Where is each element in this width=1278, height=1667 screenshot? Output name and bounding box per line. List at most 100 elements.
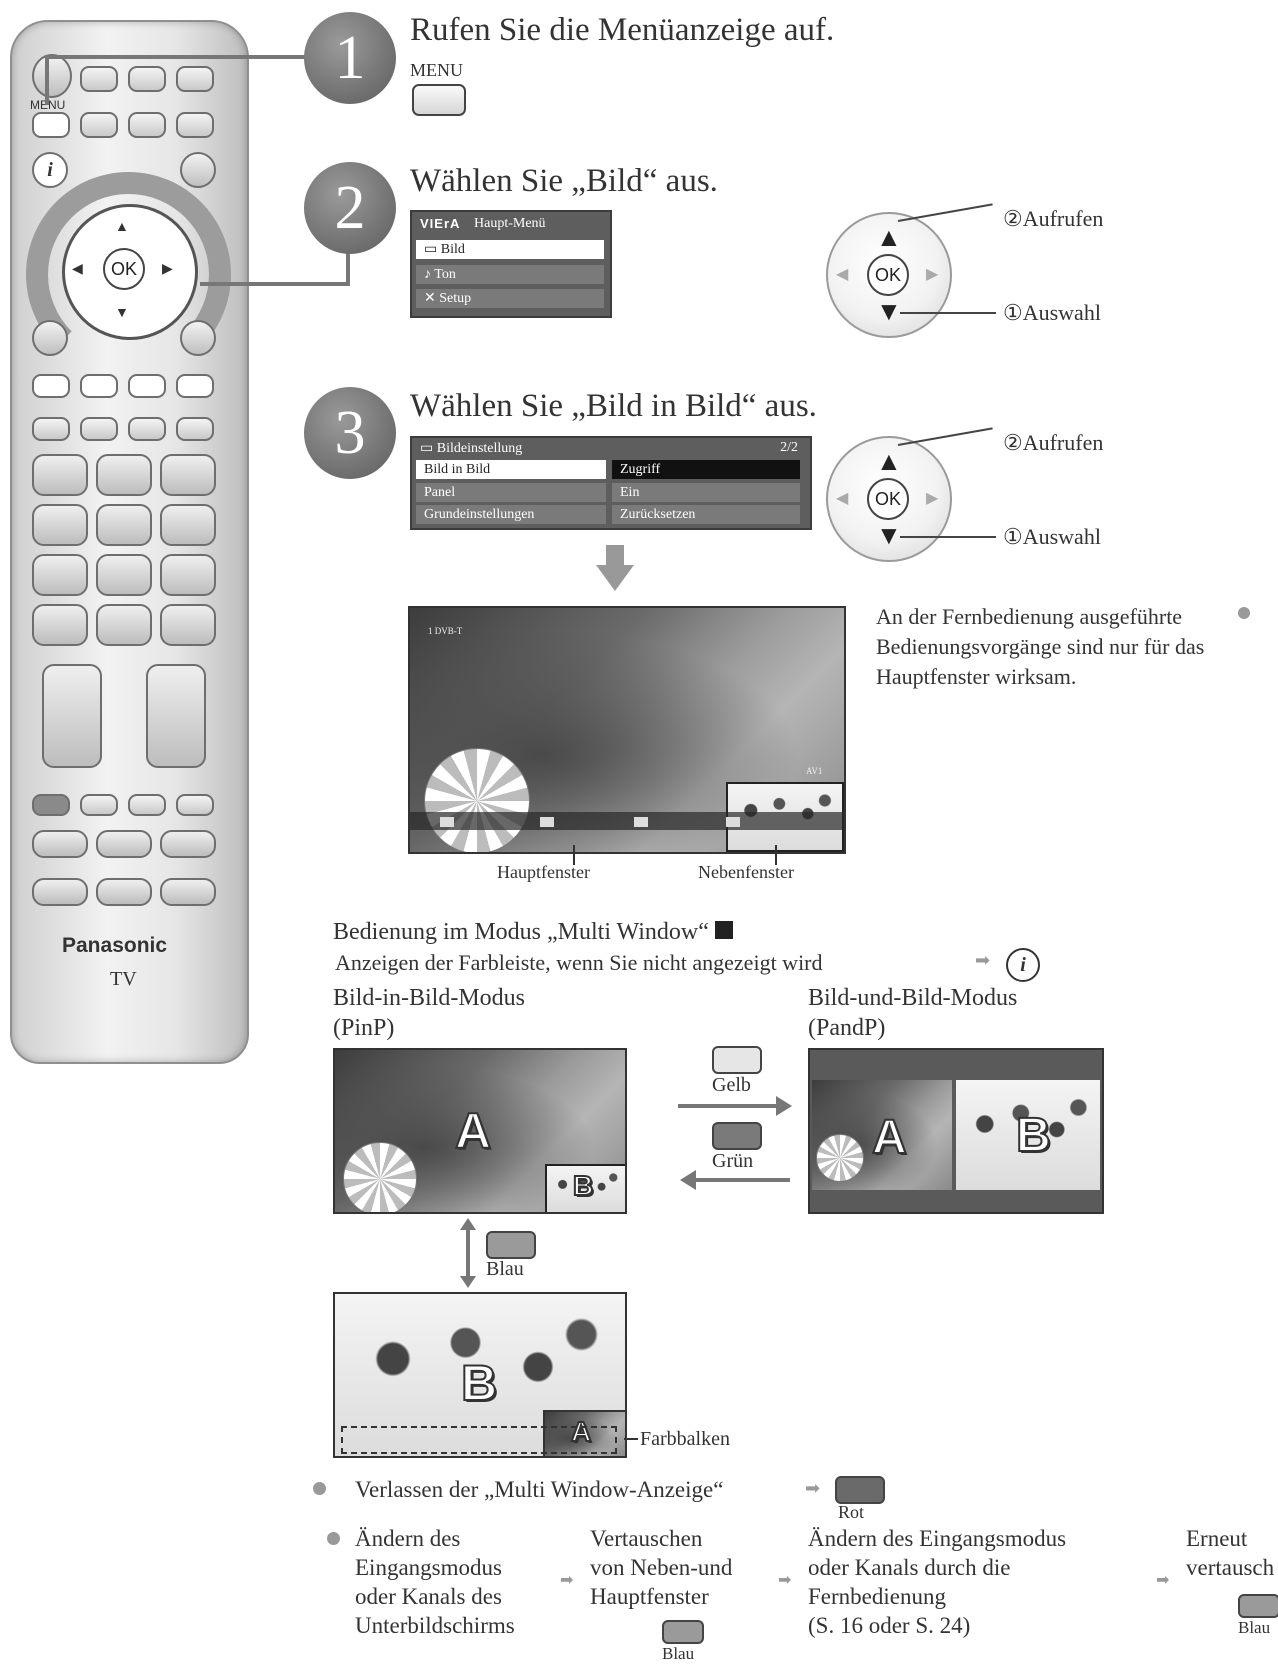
blue-chip (726, 817, 740, 827)
up-arrow-icon[interactable]: ▲ (115, 218, 129, 234)
channel-rocker[interactable] (146, 664, 206, 768)
num-key[interactable] (160, 504, 216, 546)
blue-button-icon (1238, 1594, 1278, 1618)
remote-button[interactable] (128, 794, 166, 816)
num-key[interactable] (96, 604, 152, 646)
up-arrow-icon[interactable]: ▲ (876, 446, 902, 476)
remote-button[interactable] (128, 417, 166, 441)
row-label[interactable]: Bild in Bild (416, 460, 606, 479)
num-key[interactable] (160, 554, 216, 596)
umbrella-image (816, 1134, 864, 1182)
remote-button[interactable] (80, 417, 118, 441)
num-key[interactable] (32, 454, 88, 496)
green-chip (540, 817, 554, 827)
row-label[interactable]: Grundeinstellungen (416, 505, 606, 524)
num-key[interactable] (96, 454, 152, 496)
volume-rocker[interactable] (42, 664, 102, 768)
arrow-icon: ➡ (778, 1572, 792, 1589)
remote-button[interactable] (80, 794, 118, 816)
row-value[interactable]: Zurücksetzen (612, 505, 800, 524)
menu-item-bild[interactable]: ▭ Bild (416, 240, 604, 259)
step2-title: Wählen Sie „Bild“ aus. (410, 163, 718, 199)
red-chip (440, 817, 454, 827)
num-key[interactable] (96, 504, 152, 546)
menu-item-ton[interactable]: ♪ Ton (416, 265, 604, 284)
ok-button[interactable]: OK (103, 248, 145, 290)
num-key[interactable] (32, 504, 88, 546)
down-arrow-icon[interactable]: ▼ (876, 520, 902, 550)
remote-button[interactable] (80, 66, 118, 92)
remote-button[interactable] (96, 878, 152, 906)
exit-text: Verlassen der „Multi Window-Anzeige“ (355, 1477, 724, 1502)
exit-button[interactable] (180, 152, 216, 188)
remote-button[interactable] (32, 830, 88, 858)
label-red: Rot (838, 1502, 865, 1522)
remote-button[interactable] (160, 830, 216, 858)
label-enter: ②Aufrufen (1003, 430, 1104, 455)
letter-b: B (572, 1169, 594, 1202)
right-arrow-icon[interactable]: ▶ (926, 266, 939, 283)
num-key[interactable] (32, 604, 88, 646)
row-value[interactable]: Ein (612, 483, 800, 502)
green-button[interactable] (80, 374, 118, 398)
blue-button[interactable] (176, 374, 214, 398)
arrow-left-line (696, 1178, 790, 1182)
left-arrow-icon[interactable]: ◀ (836, 266, 849, 283)
label-select: ①Auswahl (1003, 524, 1101, 549)
down-arrow-icon[interactable]: ▼ (115, 304, 129, 320)
row-value[interactable]: Zugriff (612, 460, 800, 479)
remote-button[interactable] (128, 112, 166, 138)
left-arrow-icon[interactable]: ◀ (836, 490, 849, 507)
menu-button[interactable] (32, 112, 70, 138)
remote-button[interactable] (32, 794, 70, 816)
num-key[interactable] (160, 604, 216, 646)
remote-button[interactable] (96, 830, 152, 858)
label-enter: ②Aufrufen (1003, 206, 1104, 231)
picture-icon: ▭ (424, 242, 441, 257)
connector-line-1 (45, 55, 325, 59)
remote-button[interactable] (176, 112, 214, 138)
pointer-line (573, 845, 575, 865)
label-farbbalken: Farbbalken (640, 1428, 730, 1450)
power-button[interactable] (32, 54, 72, 98)
remote-button[interactable] (176, 66, 214, 92)
option-button[interactable] (32, 320, 68, 356)
red-button[interactable] (32, 374, 70, 398)
remote-button[interactable] (32, 417, 70, 441)
sub-window: A (543, 1410, 627, 1458)
letter-a: A (871, 1110, 908, 1165)
step-number-2: 2 (304, 162, 396, 254)
label-green: Grün (712, 1150, 754, 1172)
connector-line-1b (45, 55, 49, 105)
down-arrow-icon[interactable]: ▼ (876, 296, 902, 326)
right-arrow-icon[interactable]: ▶ (162, 260, 173, 276)
info-icon: i (1006, 948, 1040, 982)
menu-item-setup[interactable]: ✕ Setup (416, 289, 604, 308)
num-key[interactable] (96, 554, 152, 596)
left-arrow-icon[interactable]: ◀ (72, 260, 83, 276)
colorbar-hint: Anzeigen der Farbleiste, wenn Sie nicht … (335, 950, 823, 975)
remote-button[interactable] (80, 112, 118, 138)
row-label[interactable]: Panel (416, 483, 606, 502)
up-arrow-icon[interactable]: ▲ (876, 222, 902, 252)
num-key[interactable] (32, 554, 88, 596)
ok-button[interactable]: OK (867, 478, 909, 520)
connector-line-2 (200, 282, 350, 286)
num-key[interactable] (160, 454, 216, 496)
square-marker-icon (714, 921, 733, 939)
menu-button-icon[interactable] (412, 84, 466, 116)
remote-button[interactable] (176, 417, 214, 441)
remote-button[interactable] (176, 794, 214, 816)
info-icon[interactable]: i (32, 152, 68, 188)
pandp-image: A B (808, 1048, 1104, 1214)
multi-window-button[interactable] (160, 878, 216, 906)
remote-button[interactable] (128, 66, 166, 92)
return-button[interactable] (180, 320, 216, 356)
ok-button[interactable]: OK (867, 254, 909, 296)
pinp-title: Bild-in-Bild-Modus (333, 985, 526, 1011)
setup-icon: ✕ (424, 291, 440, 306)
right-arrow-icon[interactable]: ▶ (926, 490, 939, 507)
yellow-button[interactable] (128, 374, 166, 398)
remote-button[interactable] (32, 878, 88, 906)
arrow-icon: ➡ (805, 1478, 821, 1498)
